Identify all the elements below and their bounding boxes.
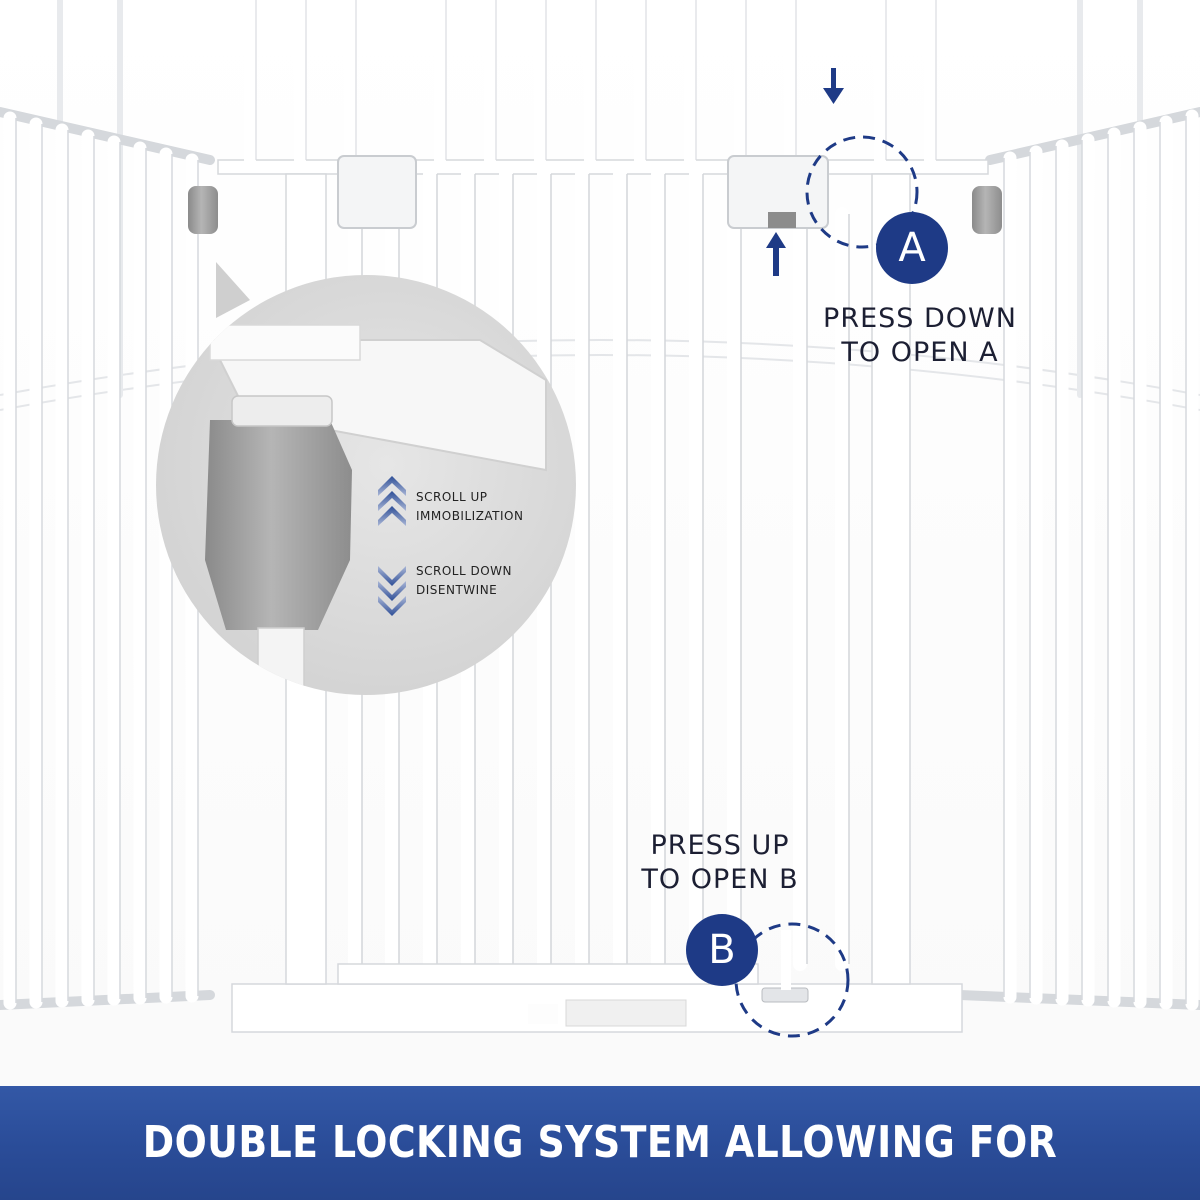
callout-b-line2: TO OPEN B: [641, 864, 799, 895]
scroll-up-subtitle: IMMOBILIZATION: [416, 509, 524, 523]
scroll-up-title: SCROLL UP: [416, 490, 488, 504]
bottom-lock-pedal[interactable]: [761, 987, 809, 1003]
press-down-arrow-icon: [823, 68, 844, 104]
callout-a-label: PRESS DOWN TO OPEN A: [812, 302, 1028, 370]
callout-b-ring: [734, 922, 850, 1038]
scroll-down-subtitle: DISENTWINE: [416, 583, 498, 597]
left-fence-panel: [0, 107, 215, 1010]
brand-logo: [528, 1004, 558, 1024]
scroll-up-chevron-icon: [378, 476, 406, 526]
callout-a-line2: TO OPEN A: [841, 337, 999, 368]
zoom-inset: [156, 262, 576, 695]
scroll-down-chevron-icon: [378, 566, 406, 616]
callout-a-badge: A: [876, 212, 948, 284]
corner-knob-right: [972, 186, 1002, 234]
back-fence: [0, 339, 1200, 411]
caption-text: DOUBLE LOCKING SYSTEM ALLOWING FOR EASY …: [142, 1117, 1058, 1168]
scroll-up-label: SCROLL UP IMMOBILIZATION: [416, 488, 523, 526]
callout-b-label: PRESS UP TO OPEN B: [632, 829, 808, 897]
press-up-arrow-icon: [766, 232, 786, 276]
lock-slot: [768, 212, 796, 228]
callout-b-badge: B: [686, 914, 758, 986]
callout-a-ring: [805, 135, 919, 249]
warning-label: [565, 999, 687, 1027]
right-fence-panel: [955, 107, 1200, 1011]
scroll-down-label: SCROLL DOWN DISENTWINE: [416, 562, 512, 600]
callout-a-line1: PRESS DOWN: [823, 303, 1017, 334]
scroll-down-title: SCROLL DOWN: [416, 564, 512, 578]
corner-knob-left: [188, 186, 218, 234]
callout-b-line1: PRESS UP: [650, 830, 790, 861]
caption-banner: DOUBLE LOCKING SYSTEM ALLOWING FOR EASY …: [0, 1086, 1200, 1200]
top-lock-left: [337, 155, 417, 229]
